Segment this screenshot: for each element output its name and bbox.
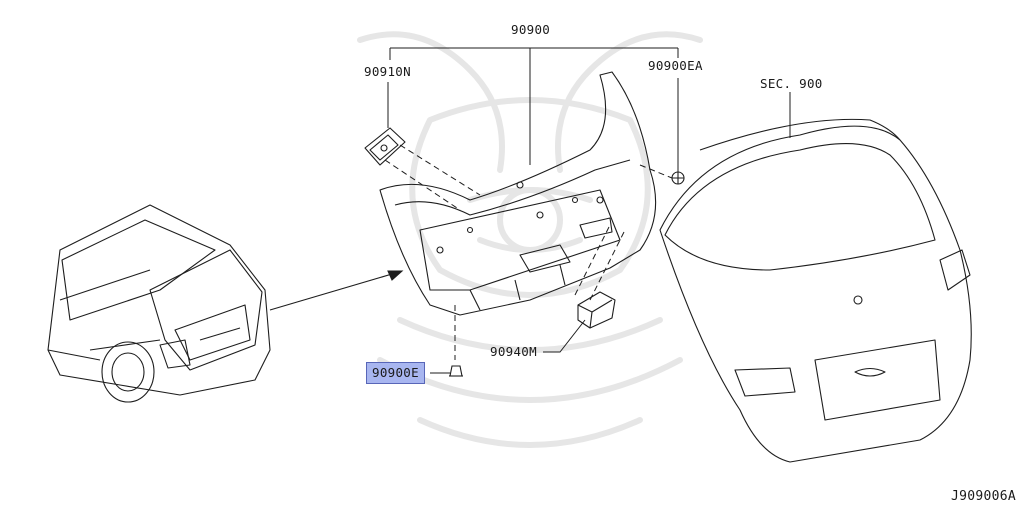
retainer-90940M xyxy=(577,291,616,329)
vehicle-rear-view xyxy=(47,204,271,403)
bracket-90910N xyxy=(364,127,406,166)
leader-lines xyxy=(387,47,791,374)
clip-90900E xyxy=(449,365,463,377)
figure-code: J909006A xyxy=(950,489,1016,504)
callout-90900: 90900 xyxy=(511,22,551,37)
callout-90900EA: 90900EA xyxy=(648,58,703,73)
clip-90900EA xyxy=(671,171,685,185)
callout-90910N: 90910N xyxy=(364,64,411,79)
callout-90900E-highlighted[interactable]: 90900E xyxy=(366,362,425,384)
callout-90940M: 90940M xyxy=(490,344,537,359)
direction-arrow xyxy=(269,270,404,311)
assembly-dash-lines xyxy=(384,144,673,360)
back-door-sec900 xyxy=(659,118,972,463)
callout-sec900[interactable]: SEC. 900 xyxy=(760,76,823,91)
trim-panel-90900 xyxy=(379,71,657,316)
